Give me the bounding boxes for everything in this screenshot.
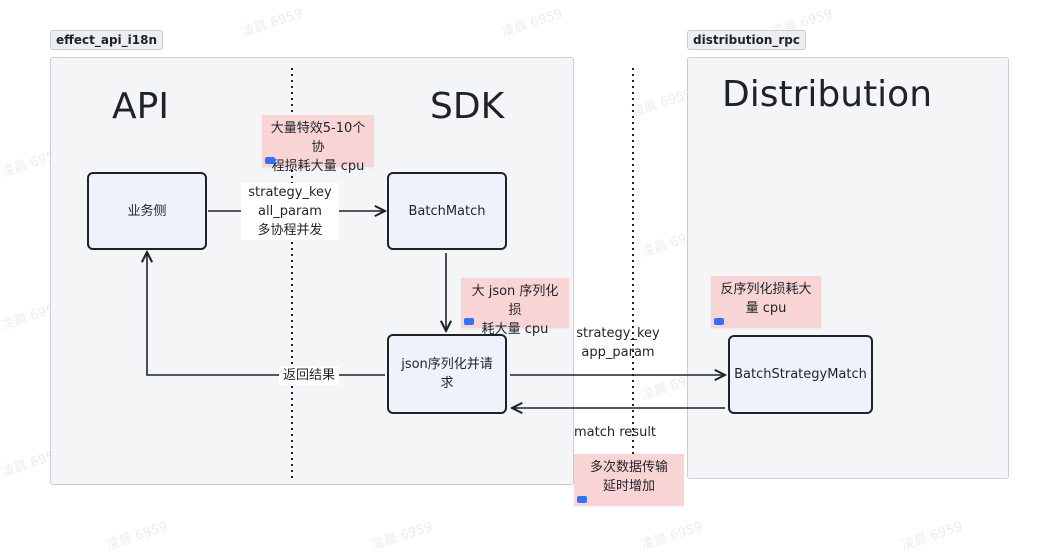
- lark-icon: [714, 318, 724, 325]
- note-line: 大 json 序列化损: [471, 284, 559, 318]
- edge-label-line: app_param: [581, 345, 655, 360]
- lark-icon: [265, 157, 275, 164]
- frame-tag-effect-api: effect_api_i18n: [50, 30, 164, 50]
- edge-return-result: [147, 252, 385, 376]
- note-line: 延时增加: [602, 479, 655, 494]
- edge-label-match-result: match result: [574, 425, 657, 440]
- note-coroutine-cpu: 大量特效5-10个协 程损耗大量 cpu: [262, 115, 374, 174]
- edge-label-return-result: 返回结果: [279, 366, 340, 385]
- lane-title-sdk: SDK: [430, 86, 505, 127]
- note-latency: 多次数据传输 延时增加: [574, 454, 684, 506]
- note-line: 反序列化损耗大: [720, 282, 812, 297]
- note-line: 程损耗大量 cpu: [271, 159, 365, 174]
- frame-tag-distribution-rpc: distribution_rpc: [687, 30, 807, 50]
- node-json-serialize-request[interactable]: json序列化并请求: [387, 334, 507, 414]
- node-batch-strategy-match[interactable]: BatchStrategyMatch: [728, 335, 873, 414]
- note-line: 大量特效5-10个协: [270, 121, 366, 155]
- node-business-side[interactable]: 业务侧: [87, 172, 207, 250]
- note-json-cpu: 大 json 序列化损 耗大量 cpu: [461, 278, 569, 337]
- connector-layer: [0, 68, 1038, 480]
- edge-label-business-to-batchmatch: strategy_key all_param 多协程并发: [241, 183, 339, 240]
- edge-label-line: strategy_key: [248, 185, 332, 200]
- lane-title-api: API: [112, 86, 169, 127]
- edge-label-line: strategy_key: [576, 326, 660, 341]
- note-line: 耗大量 cpu: [481, 322, 549, 337]
- edge-label-line: all_param: [258, 204, 322, 219]
- edge-label-line: 多协程并发: [257, 223, 323, 238]
- lark-icon: [577, 496, 587, 503]
- note-line: 量 cpu: [745, 301, 787, 316]
- lane-title-distribution: Distribution: [722, 74, 933, 115]
- note-deserialize-cpu: 反序列化损耗大 量 cpu: [711, 276, 821, 328]
- lark-icon: [464, 318, 474, 325]
- note-line: 多次数据传输: [589, 460, 668, 475]
- edge-label-request-to-distribution: strategy_key app_param: [572, 324, 664, 362]
- node-batch-match[interactable]: BatchMatch: [387, 172, 507, 250]
